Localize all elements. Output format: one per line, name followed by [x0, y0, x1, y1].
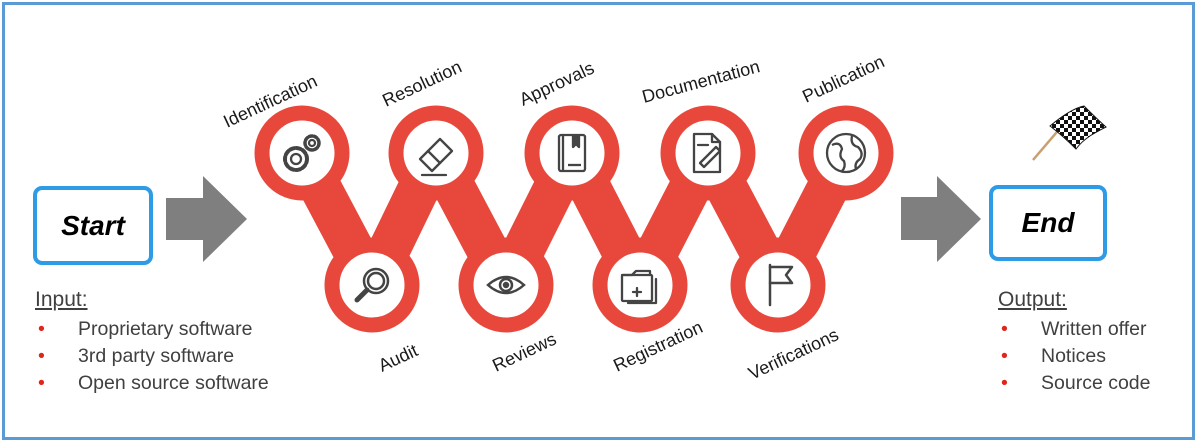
label-resolution: Resolution	[379, 57, 465, 111]
label-approvals: Approvals	[516, 58, 597, 110]
label-verifications: Verifications	[745, 324, 841, 383]
checkered-flag-icon	[1032, 105, 1107, 161]
input-heading: Input:	[35, 288, 88, 311]
label-documentation: Documentation	[640, 56, 762, 107]
magnifier-icon	[354, 267, 390, 303]
start-box: Start	[33, 186, 153, 265]
input-item: •Proprietary software	[38, 318, 253, 340]
globe-icon	[825, 132, 867, 174]
gears-icon	[283, 134, 321, 172]
node-identification	[254, 105, 350, 201]
node-reviews	[458, 237, 554, 333]
node-documentation	[660, 105, 756, 201]
eye-icon	[486, 275, 526, 295]
folder-add-icon	[620, 269, 658, 305]
input-list: Input: •Proprietary software •3rd party …	[35, 288, 269, 397]
flag-icon	[768, 263, 794, 307]
document-edit-icon	[692, 132, 722, 174]
arrow-end	[901, 176, 981, 262]
label-audit: Audit	[375, 340, 421, 375]
input-item: •3rd party software	[38, 345, 235, 367]
node-audit	[324, 237, 420, 333]
eraser-icon	[418, 137, 454, 177]
node-approvals	[524, 105, 620, 201]
node-publication	[798, 105, 894, 201]
output-list: Output: •Written offer •Notices •Source …	[998, 288, 1151, 397]
start-label: Start	[61, 209, 125, 241]
output-item: •Source code	[1001, 372, 1151, 394]
node-resolution	[388, 105, 484, 201]
label-reviews: Reviews	[489, 329, 559, 376]
output-heading: Output:	[998, 288, 1067, 311]
end-box: End	[989, 185, 1107, 261]
label-publication: Publication	[799, 51, 887, 106]
node-registration	[592, 237, 688, 333]
output-item: •Notices	[1001, 345, 1107, 367]
node-verifications	[730, 237, 826, 333]
book-icon	[557, 133, 587, 173]
end-label: End	[1021, 207, 1075, 238]
input-item: •Open source software	[38, 372, 269, 394]
output-item: •Written offer	[1001, 318, 1147, 340]
arrow-start	[166, 176, 247, 262]
